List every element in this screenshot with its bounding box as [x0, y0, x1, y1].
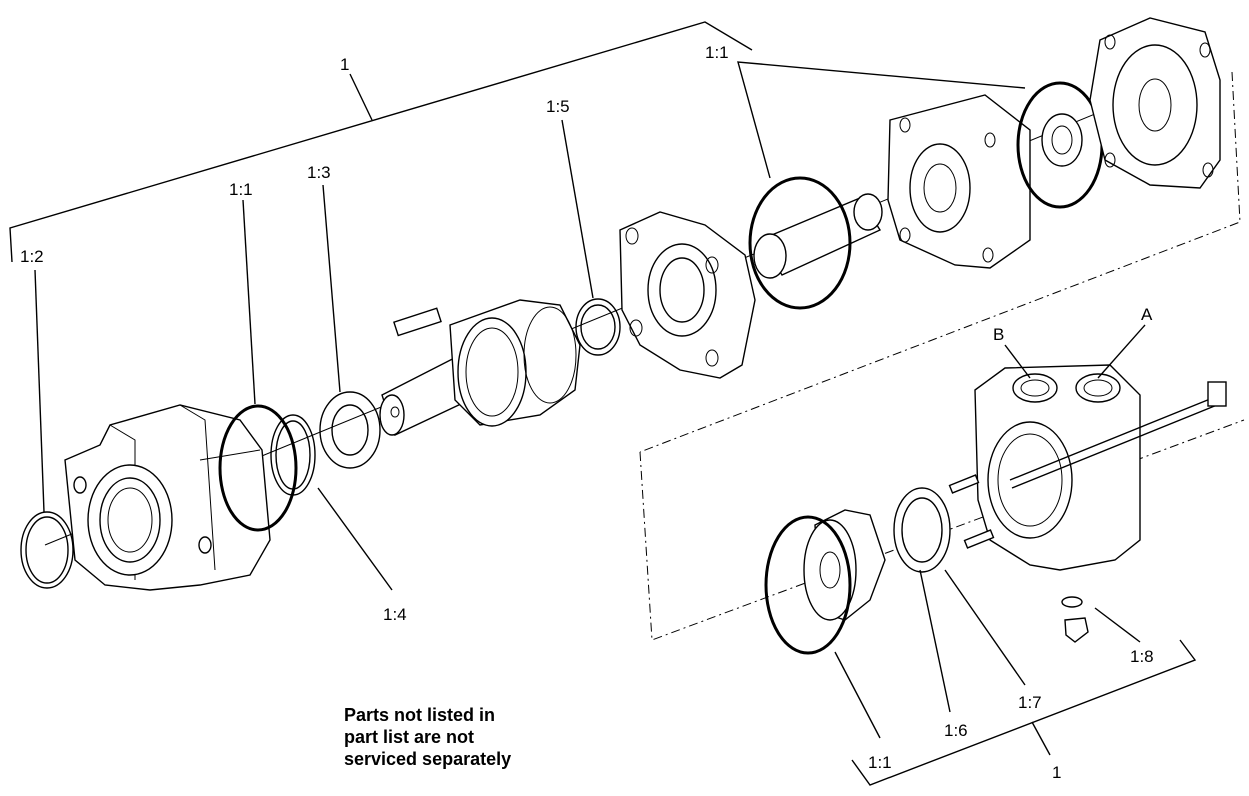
valve-disc — [803, 509, 886, 621]
label-port-a: A — [1141, 305, 1153, 324]
group-bracket-bottom — [851, 639, 1197, 786]
label-seal-1-4: 1:4 — [383, 605, 407, 624]
label-seal-1-6: 1:6 — [944, 721, 968, 740]
oring-1-1-bottom — [764, 515, 881, 739]
plug-1-8 — [1061, 596, 1141, 643]
seal-1-7 — [893, 487, 1026, 686]
ring-1-2 — [20, 269, 74, 589]
service-note: Parts not listed in part list are not se… — [344, 704, 511, 770]
seal-1-6-leader — [919, 569, 951, 713]
drive-shaft — [753, 193, 883, 279]
valve-pins — [948, 474, 995, 549]
output-shaft-bearing — [379, 299, 581, 436]
label-plug-1-8: 1:8 — [1130, 647, 1154, 666]
dashed-enclosure-top — [639, 71, 1241, 453]
label-port-b: B — [993, 325, 1004, 344]
label-ring-1-2: 1:2 — [20, 247, 44, 266]
flange-plate — [619, 211, 756, 379]
label-seal-1-5: 1:5 — [546, 97, 570, 116]
label-oring-bottom: 1:1 — [868, 753, 892, 772]
seal-1-4 — [270, 414, 393, 591]
service-note-line-3: serviced separately — [344, 749, 512, 769]
port-a-leader — [1097, 324, 1146, 379]
label-oring-top-right: 1:1 — [705, 43, 729, 62]
end-cover-plate — [1089, 17, 1221, 189]
oring-1-1-top — [737, 61, 1026, 310]
washer-1-3 — [319, 184, 381, 469]
label-seal-1-7: 1:7 — [1018, 693, 1042, 712]
port-b-leader — [1004, 344, 1031, 379]
label-oring-left: 1:1 — [229, 180, 253, 199]
label-washer-1-3: 1:3 — [307, 163, 331, 182]
group-bracket-top — [9, 21, 753, 263]
valve-housing — [974, 364, 1227, 571]
label-group-top: 1 — [340, 55, 349, 74]
service-note-line-1: Parts not listed in — [344, 705, 496, 725]
star-gear — [1041, 113, 1083, 167]
oring-1-1-left — [218, 199, 298, 532]
seal-1-5 — [561, 119, 621, 356]
front-housing — [64, 404, 271, 591]
service-note-line-2: part list are not — [344, 727, 475, 747]
gerotor-block — [887, 94, 1031, 269]
label-group-bottom: 1 — [1052, 763, 1061, 782]
